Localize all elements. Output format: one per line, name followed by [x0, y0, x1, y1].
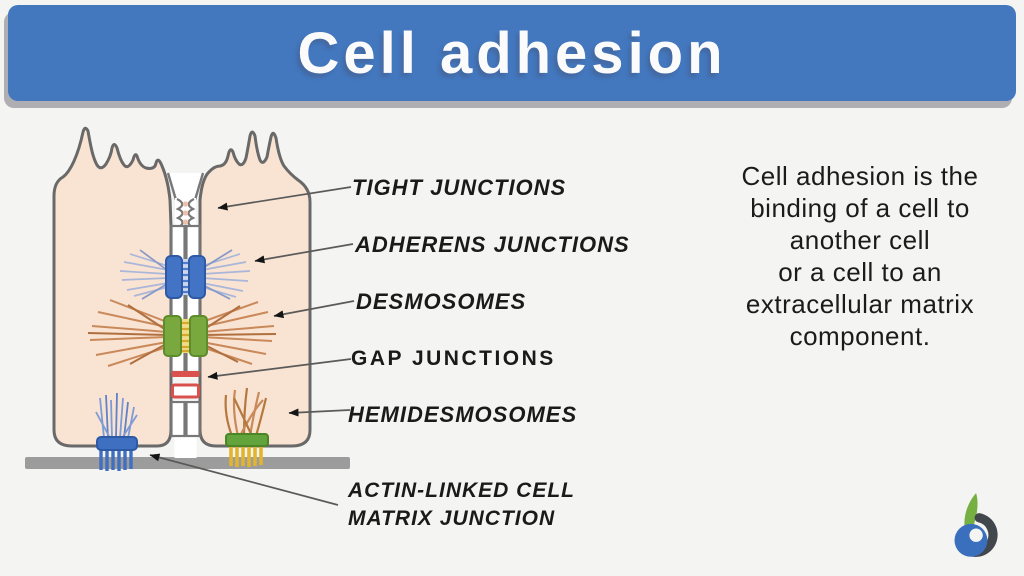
hemidesmosome-structure: [224, 387, 269, 467]
adherens-junction-structure: [119, 249, 251, 300]
arrow-desmosomes: [273, 300, 355, 319]
right-cell: [198, 130, 312, 448]
blue-circle: [954, 523, 988, 557]
label-gap-junctions: GAP JUNCTIONS: [351, 347, 556, 370]
basement-membrane-bar: [25, 457, 350, 469]
desmosome-structure: [87, 299, 277, 367]
arrow-gap-junctions: [207, 358, 352, 380]
arrow-adherens-junctions: [254, 243, 354, 264]
right-membrane-lower: [185, 400, 201, 438]
page-title: Cell adhesion: [297, 20, 727, 86]
left-cell: [52, 126, 173, 448]
label-adherens-junctions: ADHERENS JUNCTIONS: [355, 232, 630, 257]
label-hemidesmosomes: HEMIDESMOSOMES: [348, 402, 578, 427]
label-desmosomes: DESMOSOMES: [356, 289, 527, 314]
left-membrane-lower: [170, 400, 186, 438]
arrow-actin-linked: [149, 453, 339, 506]
circle-hole: [969, 528, 983, 542]
actin-filaments: [119, 249, 251, 300]
intermediate-filaments: [87, 299, 277, 367]
title-banner: Cell adhesion: [8, 5, 1016, 101]
definition-text: Cell adhesion is the binding of a cell t…: [741, 161, 979, 351]
label-tight-junctions: TIGHT JUNCTIONS: [352, 175, 567, 200]
leader-arrows: [149, 186, 355, 506]
arrow-hemidesmosomes: [288, 408, 351, 417]
label-actin-linked-junction: ACTIN-LINKED CELL MATRIX JUNCTION: [348, 479, 575, 530]
arrow-tight-junctions: [217, 186, 352, 211]
tight-junction-structure: [166, 172, 205, 229]
biology-online-logo-icon: [954, 493, 998, 557]
gap-junction-structure: [171, 371, 200, 399]
actin-linked-junction-structure: [95, 392, 138, 471]
